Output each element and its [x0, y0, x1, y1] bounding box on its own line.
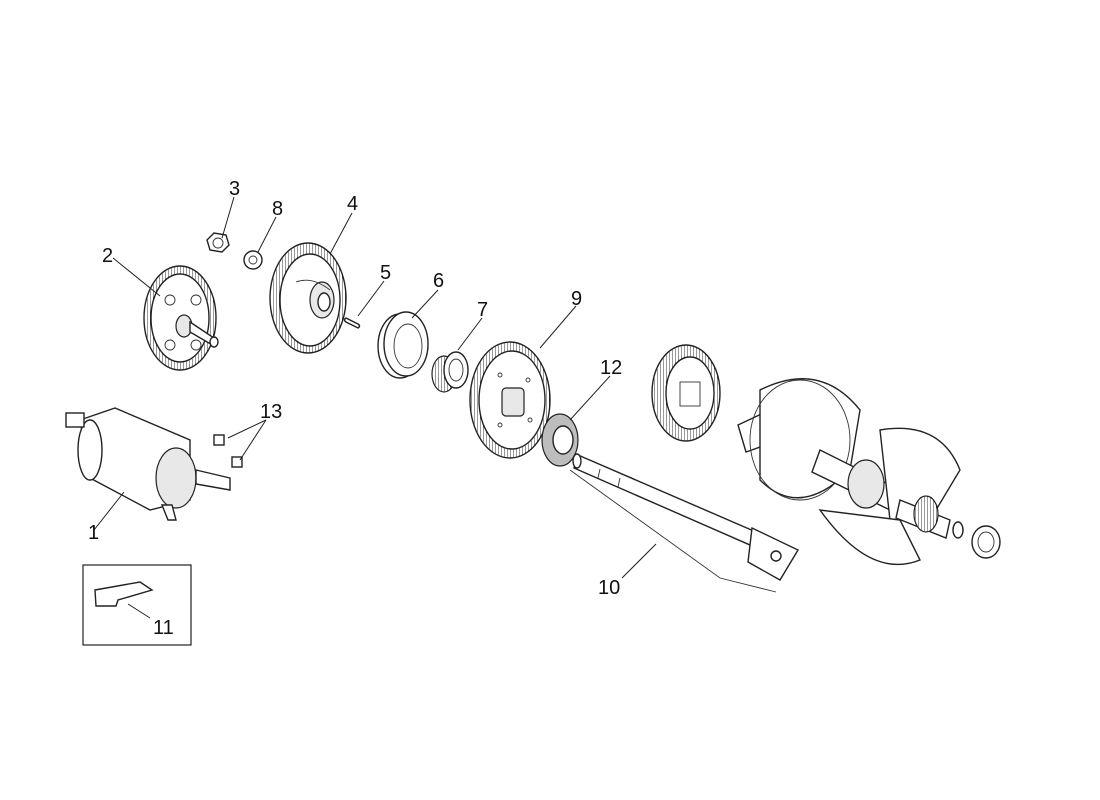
callout-12: 12 [600, 357, 622, 379]
part-13-bushings [213, 434, 243, 468]
part-10-shaft [569, 453, 799, 593]
callout-2: 2 [102, 245, 113, 267]
part-7-needle-bearing [431, 351, 469, 393]
part-3-nut [206, 232, 230, 253]
part-4-gear-with-hub [269, 242, 347, 354]
part-2-gear-with-shaft [143, 265, 219, 371]
part-11-inset [82, 564, 192, 646]
callout-labels: 1 2 3 4 5 6 7 8 9 10 11 12 13 [88, 178, 622, 639]
part-1-starter-motor [65, 407, 231, 521]
callout-13: 13 [260, 401, 282, 423]
callout-6: 6 [433, 270, 444, 292]
part-8-washer [243, 250, 263, 270]
callout-5: 5 [380, 262, 391, 284]
crankshaft-nut [971, 525, 1001, 559]
part-12-plate [541, 413, 579, 467]
callout-9: 9 [571, 288, 582, 310]
leader-lines [93, 196, 657, 619]
part-6-ring [377, 311, 429, 379]
part-9-large-gear [469, 341, 551, 459]
callout-8: 8 [272, 198, 283, 220]
callout-11: 11 [153, 617, 174, 639]
callout-1: 1 [88, 522, 99, 544]
callout-7: 7 [477, 299, 488, 321]
callout-3: 3 [229, 178, 240, 200]
callout-10: 10 [598, 577, 620, 599]
callout-4: 4 [347, 193, 358, 215]
crankshaft [737, 378, 964, 566]
crankshaft-gear [651, 344, 721, 442]
part-5-pin [343, 317, 361, 329]
